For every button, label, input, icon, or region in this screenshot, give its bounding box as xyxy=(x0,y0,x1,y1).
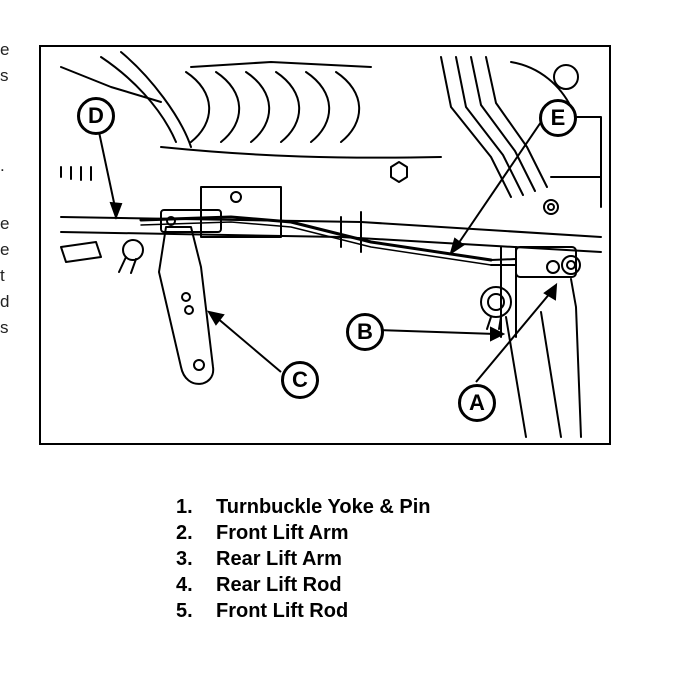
margin-text-fragment: d xyxy=(0,292,10,311)
legend-item: 2. Front Lift Arm xyxy=(176,520,431,546)
legend-label: Rear Lift Arm xyxy=(216,548,342,570)
legend-item: 5. Front Lift Rod xyxy=(176,598,431,624)
callout-c: C xyxy=(281,361,319,399)
legend-number: 2. xyxy=(176,522,193,544)
legend-label: Front Lift Arm xyxy=(216,522,349,544)
margin-text-fragment: . xyxy=(0,156,5,175)
margin-text-fragment: s xyxy=(0,318,9,337)
legend-item: 3. Rear Lift Arm xyxy=(176,546,431,572)
lift-linkage-illustration: D E B C A xyxy=(39,45,611,445)
legend-number: 1. xyxy=(176,496,193,518)
callout-d: D xyxy=(77,97,115,135)
legend-number: 5. xyxy=(176,600,193,622)
callout-e: E xyxy=(539,99,577,137)
legend-number: 4. xyxy=(176,574,193,596)
margin-text-fragment: t xyxy=(0,266,5,285)
linkage-drawing xyxy=(60,51,602,438)
margin-text-fragment: e xyxy=(0,40,10,59)
legend-label: Rear Lift Rod xyxy=(216,574,342,596)
margin-text-fragment: s xyxy=(0,66,9,85)
legend-label: Front Lift Rod xyxy=(216,600,349,622)
margin-text-fragment: e xyxy=(0,214,10,233)
legend-number: 3. xyxy=(176,548,193,570)
legend-item: 4. Rear Lift Rod xyxy=(176,572,431,598)
callout-a: A xyxy=(458,384,496,422)
margin-text-fragment: e xyxy=(0,240,10,259)
parts-legend: 1. Turnbuckle Yoke & Pin 2. Front Lift A… xyxy=(176,494,431,624)
legend-label: Turnbuckle Yoke & Pin xyxy=(216,496,431,518)
legend-item: 1. Turnbuckle Yoke & Pin xyxy=(176,494,431,520)
callout-b: B xyxy=(346,313,384,351)
